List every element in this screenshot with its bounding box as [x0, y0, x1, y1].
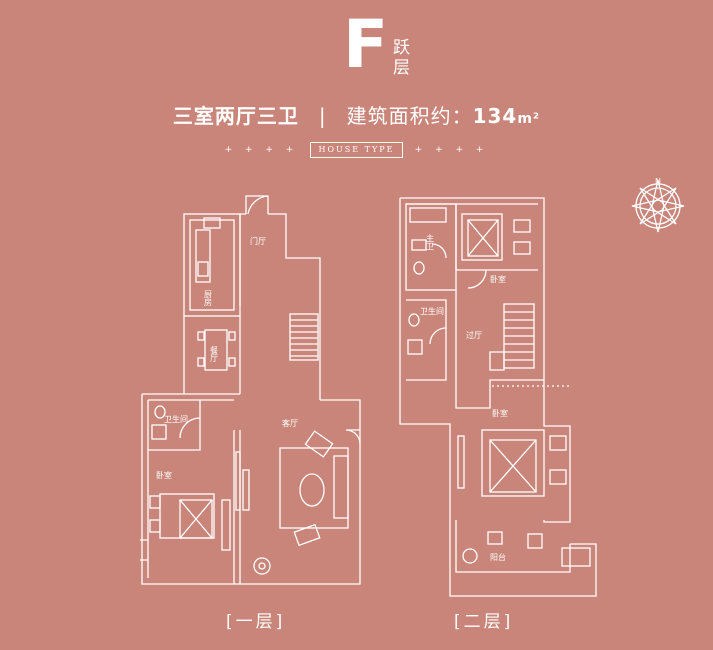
room-bathroom-f2: 卫生间 [420, 306, 444, 316]
area-value: 134 [472, 104, 518, 128]
room-kitchen: 厨房 [204, 290, 213, 307]
duplex-char-1: 跃 [393, 38, 410, 58]
floor-label-2: [二层] [454, 612, 514, 632]
area-unit: m² [517, 111, 541, 127]
room-hallway: 过厅 [466, 330, 482, 340]
headline: 三室两厅三卫 | 建筑面积约：134m² [0, 100, 713, 129]
house-type-letter: F [343, 6, 389, 83]
plus-decor-left: + + + + [224, 145, 299, 155]
compass-rose [631, 179, 685, 233]
headline-separator: | [318, 104, 327, 128]
room-master-bedroom: 卧室 [492, 408, 508, 418]
plus-decor-right: + + + + [414, 145, 489, 155]
first-floor-walls [140, 195, 361, 585]
house-type-tag: HOUSE TYPE [309, 142, 404, 158]
room-master-bath: 主卫 [426, 233, 435, 250]
room-bedroom-f1: 卧室 [156, 470, 172, 480]
room-configuration: 三室两厅三卫 [172, 104, 299, 128]
room-balcony: 阳台 [490, 552, 506, 562]
room-bedroom-top: 卧室 [490, 274, 506, 284]
duplex-char-2: 层 [393, 58, 410, 78]
room-bathroom-f1: 卫生间 [164, 414, 188, 424]
area-label: 建筑面积约： [346, 104, 473, 128]
duplex-label: 跃 层 [393, 38, 413, 78]
second-floor-walls [399, 197, 597, 597]
compass-north: N [655, 177, 661, 186]
room-entrance: 门厅 [250, 236, 266, 246]
floor-label-1: [一层] [226, 612, 286, 632]
house-type-row: + + + + HOUSE TYPE + + + + [0, 142, 713, 158]
room-dining: 餐厅 [210, 346, 219, 362]
room-living: 客厅 [282, 418, 298, 428]
